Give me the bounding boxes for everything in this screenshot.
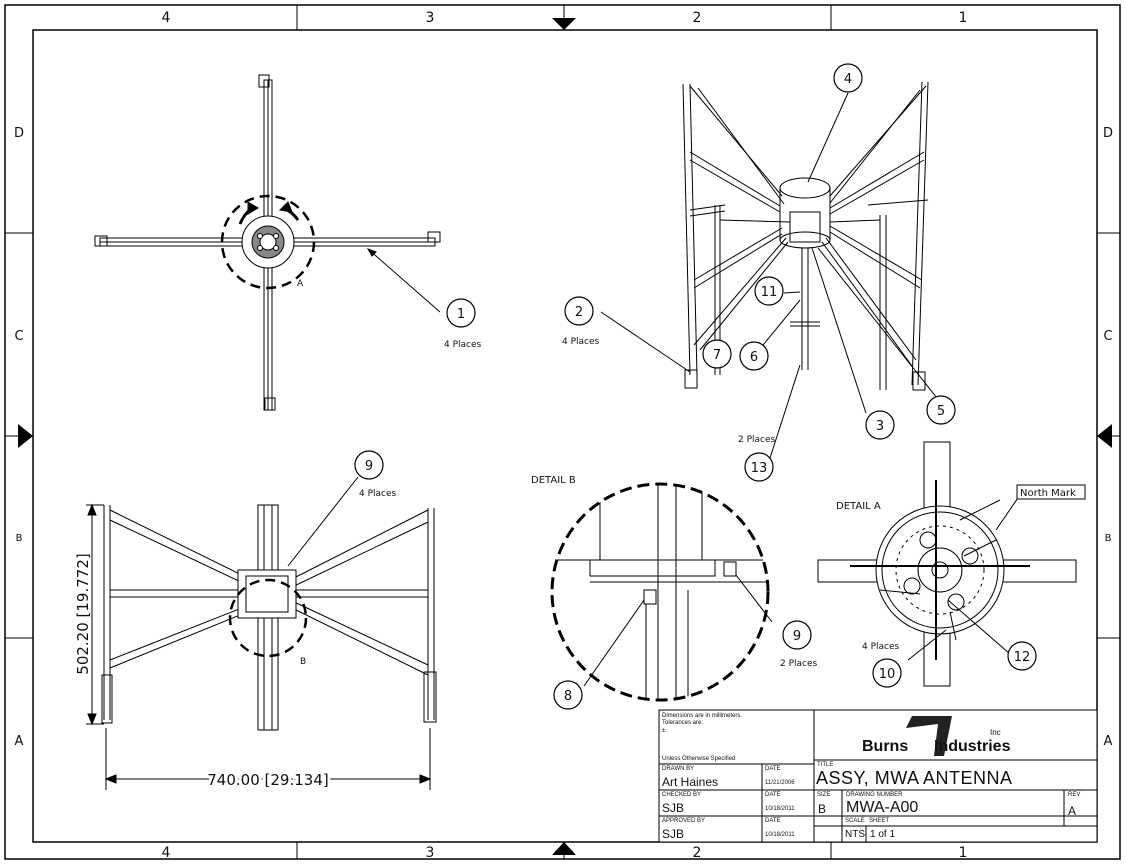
tb-unless: Unless Otherwise Specified: [662, 756, 736, 762]
detail-b-view: [550, 482, 773, 702]
detail-a-title: DETAIL A: [836, 501, 881, 512]
bottom-center-arrow: [552, 842, 576, 855]
tb-company-inc: Inc: [990, 728, 1001, 737]
detail-a-marker: A: [297, 279, 304, 289]
zone-bottom-3: 3: [426, 845, 435, 861]
company-logo: [906, 716, 952, 756]
zone-bottom-2: 2: [693, 845, 702, 861]
balloon-12: 12: [1014, 650, 1031, 665]
tb-scale: NTS: [845, 829, 865, 840]
zone-bottom-4: 4: [162, 845, 171, 861]
tb-date-label-1: DATE: [765, 766, 781, 772]
tb-date-1: 11/21/2006: [765, 780, 795, 786]
height-dimension: 502.20 [19.772]: [74, 553, 92, 674]
zone-top-3: 3: [426, 10, 435, 26]
tb-sheet-label: SHEET: [869, 818, 890, 824]
north-mark-box: [1016, 484, 1086, 500]
balloon-9-detail: 9: [793, 629, 801, 644]
zone-left-C: C: [14, 329, 23, 344]
outer-border: [4, 4, 1121, 860]
tb-size: B: [818, 802, 827, 816]
tb-plus-minus: ±: [662, 728, 666, 734]
balloons: [354, 63, 1037, 710]
balloon-13: 13: [751, 461, 768, 476]
tb-drawing-number-label: DRAWING NUMBER: [846, 792, 903, 798]
top-view: [94, 74, 441, 411]
tb-company-right: Industries: [934, 738, 1011, 755]
zone-left-A: A: [15, 734, 24, 749]
tb-drawing-number: MWA-A00: [846, 799, 919, 816]
balloon-5: 5: [937, 404, 945, 419]
left-center-arrow: [18, 424, 33, 448]
tb-title: ASSY, MWA ANTENNA: [816, 768, 1013, 788]
balloon-4: 4: [844, 72, 852, 87]
balloon-3: 3: [876, 419, 884, 434]
detail-a-view: [817, 441, 1077, 687]
tb-tolerances: Tolerances are:: [662, 720, 704, 726]
note-4-places-1: 4 Places: [444, 340, 482, 350]
tb-rev-label: REV: [1068, 792, 1081, 798]
note-4-places-10: 4 Places: [862, 642, 900, 652]
tb-checked-by-label: CHECKED BY: [662, 792, 702, 798]
tb-approved-by-label: APPROVED BY: [662, 818, 706, 824]
right-center-arrow: [1097, 424, 1112, 448]
zone-right-C: C: [1103, 329, 1112, 344]
balloon-6: 6: [750, 350, 758, 365]
balloon-9-front: 9: [365, 459, 373, 474]
detail-b-title: DETAIL B: [531, 475, 576, 486]
front-view: [86, 476, 437, 790]
zone-right-A: A: [1104, 734, 1113, 749]
note-4-places-2: 4 Places: [562, 337, 600, 347]
top-center-arrow: [552, 18, 576, 30]
balloon-1: 1: [457, 307, 465, 322]
zone-right-D: D: [1103, 126, 1113, 141]
zone-top-4: 4: [162, 10, 171, 26]
tb-size-label: SIZE: [817, 792, 831, 798]
tb-sheet: 1 of 1: [870, 829, 896, 840]
zone-bottom-1: 1: [959, 845, 968, 861]
balloon-8: 8: [564, 689, 572, 704]
tb-date-2: 10/18/2011: [765, 806, 795, 812]
title-block-grid: [658, 709, 1098, 843]
north-mark-label: North Mark: [1020, 488, 1076, 499]
tb-checked-by: SJB: [662, 801, 685, 815]
tb-date-label-3: DATE: [765, 818, 781, 824]
zone-top-1: 1: [959, 10, 968, 26]
zone-left-B: B: [16, 533, 23, 544]
balloon-7: 7: [713, 348, 721, 363]
tb-rev: A: [1068, 804, 1077, 818]
balloon-10: 10: [879, 667, 896, 682]
tb-approved-by: SJB: [662, 827, 685, 841]
tb-drawn-by: Art Haines: [662, 775, 719, 789]
tb-scale-label: SCALE: [845, 818, 865, 824]
balloon-2: 2: [575, 305, 583, 320]
tb-date-3: 10/18/2011: [765, 832, 795, 838]
note-2-places-9: 2 Places: [780, 659, 818, 669]
tb-drawn-by-label: DRAWN BY: [662, 766, 695, 772]
tb-title-label: TITLE: [817, 762, 834, 768]
note-4-places-9: 4 Places: [359, 489, 397, 499]
note-2-places-13: 2 Places: [738, 435, 776, 445]
isometric-view: [600, 81, 938, 459]
zone-top-2: 2: [693, 10, 702, 26]
tb-date-label-2: DATE: [765, 792, 781, 798]
detail-b-marker: B: [300, 657, 306, 667]
balloon-11: 11: [761, 285, 778, 300]
tb-dimensions-note: Dimensions are in millimeters.: [662, 713, 743, 719]
zone-right-B: B: [1105, 533, 1112, 544]
zone-left-D: D: [14, 126, 24, 141]
tb-company-left: Burns: [862, 738, 909, 755]
width-dimension: 740.00 [29.134]: [207, 771, 328, 789]
